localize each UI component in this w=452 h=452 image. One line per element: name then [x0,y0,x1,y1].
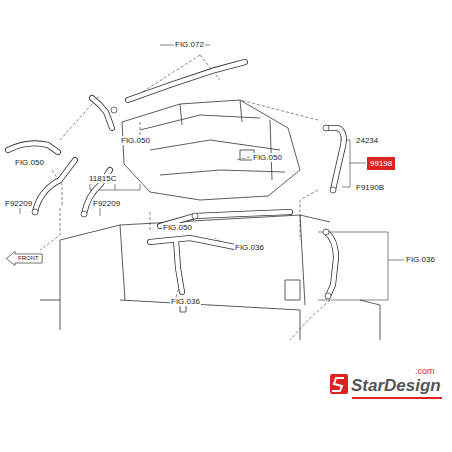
hose-outline [326,232,336,296]
fig-reference: FIG.050 [162,223,193,232]
part-number: F92209 [92,199,121,208]
logo-text: StarDesign [350,376,442,395]
hose-outline [92,98,112,128]
fig-reference: FIG.050 [252,153,283,162]
hose-fill [128,62,245,100]
fig-reference: FIG.036 [405,255,436,264]
hose-clamp [32,107,336,299]
hose-fill [92,98,112,128]
hose [8,62,344,296]
fig-reference: FIG.036 [234,243,265,252]
hose-fill [8,143,58,152]
fig-reference: FIG.072 [174,40,205,49]
hose-outline [8,143,58,152]
fig-reference: FIG.050 [14,158,45,167]
bracket-line [20,45,404,300]
logo-suffix: .com [414,366,436,376]
hose-outline [128,62,245,100]
part-number: F9190B [355,183,385,192]
part-number: F92209 [4,199,33,208]
hose-fill [326,232,336,296]
front-arrow: FRONT [6,251,43,266]
hose-fill [176,240,182,292]
node-text: FRONT [18,255,40,262]
node-text: 99198 [370,159,392,168]
hose-outline [326,128,344,190]
engine-outline [40,100,380,340]
hose-fill [150,238,240,248]
hose-outline [150,238,240,248]
logo-icon [330,374,442,399]
part-number: 11815C [88,174,117,183]
hose-fill [326,128,344,190]
hose-fill [35,160,75,212]
hose-outline [176,240,182,292]
part-number-box: 99198 [367,157,395,170]
fig-reference: FIG.050 [120,136,151,145]
leader-line [40,55,330,340]
fig-reference: FIG.036 [170,297,201,306]
part-number: 24234 [355,136,379,145]
hose-outline [35,160,75,212]
